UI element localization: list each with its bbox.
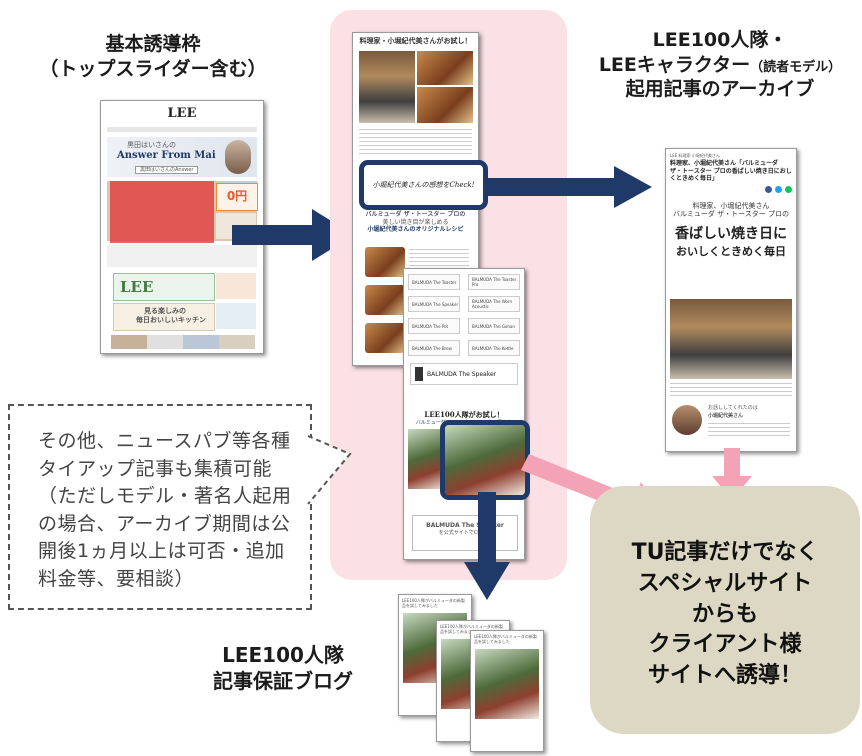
callout-bubble: TU記事だけでなく スペシャルサイト からも クライアント様 サイトへ誘導！ bbox=[590, 486, 860, 734]
lee-banner[interactable]: LEE bbox=[113, 273, 215, 301]
product-item-1[interactable]: BALMUDA The Toaster bbox=[408, 274, 460, 290]
special-section-title: バルミューダ ザ・トースター プロの 美しい焼き目が楽しめる 小堀紀代美さんのオ… bbox=[357, 211, 474, 234]
product-item-8[interactable]: BALMUDA The Kettle bbox=[468, 340, 520, 356]
banner-avatar bbox=[225, 140, 251, 174]
special-hero-photo-1 bbox=[359, 51, 415, 123]
note-text: その他、ニュースパブ等各種タイアップ記事も集積可能（ただしモデル・著名人起用の場… bbox=[38, 430, 292, 590]
callout-line5: サイトへ誘導！ bbox=[647, 663, 802, 689]
blog-heading-line1: LEE100人隊 bbox=[222, 643, 344, 667]
top-page-banner: 黒田はいさんの Answer From Mai 黒田はいさんのAnswer bbox=[107, 137, 257, 177]
top-page-logo: LEE bbox=[167, 106, 197, 121]
blog-title-3: LEE100人隊がバルミューダの新製品を試してみました bbox=[474, 634, 537, 644]
share-icon-3[interactable] bbox=[785, 185, 792, 193]
article-hero-text: 料理家、小堀紀代美さん バルミューダ ザ・トースター プロの 香ばしい焼き日に … bbox=[666, 202, 796, 260]
section-title-2: 美しい焼き目が楽しめる bbox=[382, 218, 449, 226]
special-body-text bbox=[359, 129, 472, 157]
blog-highlight-photo bbox=[445, 425, 525, 495]
lee100-title: LEE100人隊がお試し！ bbox=[424, 410, 504, 419]
blog-screenshot-3: LEE100人隊がバルミューダの新製品を試してみました bbox=[470, 630, 544, 752]
thumb-row bbox=[111, 335, 255, 349]
recipe-photo-3 bbox=[365, 323, 405, 353]
arrow-to-blog bbox=[464, 492, 510, 600]
share-row bbox=[670, 185, 792, 196]
special-hero-photo-2 bbox=[417, 51, 473, 85]
top-page-nav bbox=[107, 127, 257, 132]
banner-button[interactable]: 黒田はいさんのAnswer bbox=[135, 166, 199, 175]
right-heading-line2: LEEキャラクター（読者モデル） bbox=[585, 53, 855, 78]
callout-line3: からも bbox=[691, 601, 758, 627]
article-body-text bbox=[670, 383, 792, 397]
speaker-icon bbox=[415, 367, 423, 381]
left-heading-line2: （トップスライダー含む） bbox=[39, 57, 267, 80]
article-screenshot: LEE 料理家 小堀紀代美さん 料理家、小堀紀代美さん「バルミューダ ザ・トース… bbox=[665, 148, 797, 452]
arrow-check-to-article bbox=[486, 166, 652, 208]
ad-row bbox=[107, 245, 257, 267]
article-kicker1: 料理家、小堀紀代美さん bbox=[692, 201, 770, 210]
cta-title: BALMUDA The Speaker bbox=[426, 522, 504, 529]
price-banner[interactable]: 0円 bbox=[216, 183, 258, 211]
note-box: その他、ニュースパブ等各種タイアップ記事も集積可能（ただしモデル・著名人起用の場… bbox=[8, 404, 312, 610]
price-banner-text: 0円 bbox=[226, 189, 248, 203]
right-heading-line1: LEE100人隊・ bbox=[652, 29, 788, 51]
callout-line1: TU記事だけでなく bbox=[631, 540, 819, 565]
blog-title-1: LEE100人隊がバルミューダの新製品を試してみました bbox=[402, 598, 465, 608]
article-headline: 料理家、小堀紀代美さん「バルミューダ ザ・トースター プロの香ばしい焼き日におし… bbox=[670, 160, 792, 182]
product-item-6[interactable]: BALMUDA The Gohan bbox=[468, 318, 520, 334]
recipe-photo-2 bbox=[365, 285, 405, 315]
article-kicker2: バルミューダ ザ・トースター プロの bbox=[672, 210, 790, 219]
article-title2: おいしくときめく毎日 bbox=[676, 245, 786, 258]
product-item-3[interactable]: BALMUDA The Speaker bbox=[408, 296, 460, 312]
profile-text bbox=[708, 423, 790, 439]
section-title-3: 小堀紀代美さんのオリジナルレシピ bbox=[367, 226, 464, 233]
bottom-banner-line2: 毎日おいしいキッチン bbox=[136, 315, 206, 324]
lee-banner-text: LEE bbox=[120, 278, 154, 296]
product-list: BALMUDA The Toaster BALMUDA The Toaster … bbox=[404, 271, 524, 359]
bottom-banner[interactable]: 見る楽しみの 毎日おいしいキッチン bbox=[113, 303, 215, 331]
profile-avatar bbox=[672, 405, 702, 435]
cta-sub: を公式サイトでCheck! bbox=[438, 529, 492, 536]
blog-title-2: LEE100人隊がバルミューダの新製品を試してみました bbox=[440, 624, 503, 634]
blog-heading: LEE100人隊 記事保証ブログ bbox=[188, 642, 378, 694]
special-header: 料理家・小堀紀代美さんがお試し！ bbox=[359, 36, 472, 45]
side-banner-3[interactable] bbox=[216, 303, 256, 329]
right-heading-line3: 起用記事のアーカイブ bbox=[625, 78, 815, 101]
product-item-4[interactable]: BALMUDA The Worn Acoustic bbox=[468, 296, 520, 312]
special-hero-photo-3 bbox=[417, 87, 473, 123]
right-heading: LEE100人隊・ LEEキャラクター（読者モデル） 起用記事のアーカイブ bbox=[585, 28, 855, 102]
share-icon-2[interactable] bbox=[775, 185, 782, 193]
profile-name: 小堀紀代美さん bbox=[708, 413, 744, 419]
article-hero-photo bbox=[670, 299, 792, 379]
blog-photo-3 bbox=[475, 649, 539, 719]
banner-sub: 黒田はいさんの bbox=[127, 141, 176, 149]
right-heading-main: LEEキャラクター bbox=[598, 53, 751, 76]
bottom-banner-line1: 見る楽しみの bbox=[144, 307, 186, 315]
product-item-5[interactable]: BALMUDA The Pot bbox=[408, 318, 460, 334]
side-banner-2[interactable] bbox=[216, 273, 256, 299]
check-highlight-box[interactable]: 小堀紀代美さんの感想をCheck! bbox=[359, 160, 488, 210]
product-item-7[interactable]: BALMUDA The Brew bbox=[408, 340, 460, 356]
callout-line2: スペシャルサイト bbox=[637, 570, 813, 596]
article-title1: 香ばしい焼き日に bbox=[675, 226, 787, 242]
speaker-row[interactable]: BALMUDA The Speaker bbox=[410, 363, 518, 385]
callout-line4: クライアント様 bbox=[648, 632, 802, 658]
left-heading-line1: 基本誘導枠 bbox=[105, 33, 201, 55]
profile-title: お話ししてくれたのは bbox=[708, 405, 758, 411]
article-breadcrumb[interactable]: LEE 料理家 小堀紀代美さん bbox=[670, 153, 720, 158]
check-text: 小堀紀代美さんの感想をCheck! bbox=[372, 181, 475, 189]
note-pointer bbox=[307, 435, 352, 505]
product-item-2[interactable]: BALMUDA The Toaster Pro bbox=[468, 274, 520, 290]
share-icon-1[interactable] bbox=[765, 185, 772, 193]
left-heading: 基本誘導枠 （トップスライダー含む） bbox=[28, 32, 278, 81]
arrow-top-to-special bbox=[232, 209, 354, 261]
speaker-label: BALMUDA The Speaker bbox=[427, 370, 497, 378]
slider-highlight[interactable] bbox=[110, 181, 214, 243]
right-heading-small: （読者モデル） bbox=[750, 59, 842, 75]
cta-box[interactable]: BALMUDA The Speaker を公式サイトでCheck! bbox=[412, 515, 518, 551]
blog-heading-line2: 記事保証ブログ bbox=[213, 669, 353, 693]
recipe-photo-1 bbox=[365, 247, 405, 277]
section-title-1: バルミューダ ザ・トースター プロの bbox=[365, 211, 466, 218]
banner-title: Answer From Mai bbox=[117, 150, 216, 161]
callout-text: TU記事だけでなく スペシャルサイト からも クライアント様 サイトへ誘導！ bbox=[590, 486, 860, 692]
